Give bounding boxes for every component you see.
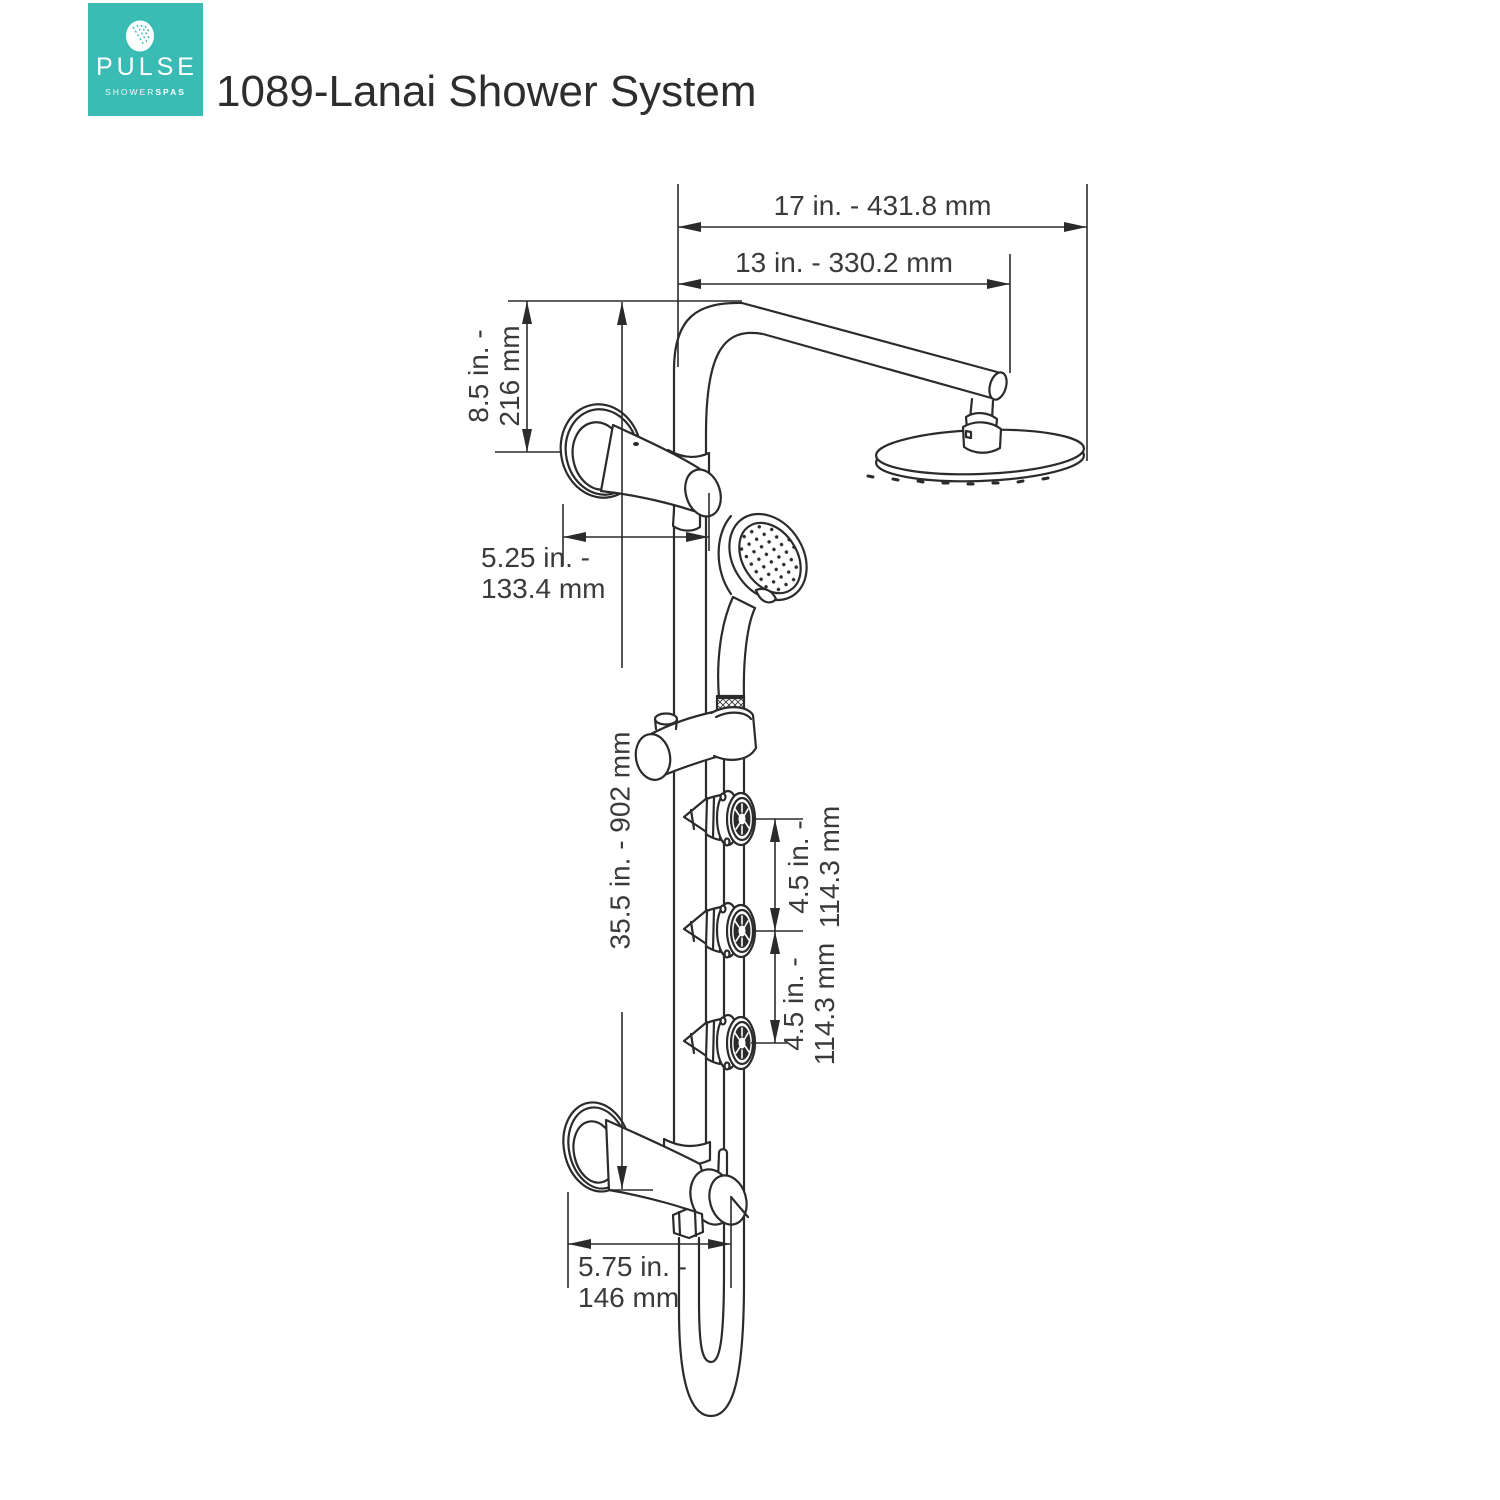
dim-5-25in-lines — [562, 493, 710, 566]
dim-8-5in-lines — [495, 300, 742, 453]
riser-pipe-and-shower-arm — [672, 301, 1008, 1154]
dim-4-5in-lower-lines — [751, 931, 787, 1044]
dim-label-valve-depth: 5.75 in. - 146 mm — [578, 1251, 687, 1313]
brand-name: PULSE — [96, 53, 198, 81]
brand-subtitle: SHOWERSPAS — [88, 87, 203, 97]
arm-end-cap — [988, 371, 1008, 401]
diverter-outlet — [671, 508, 702, 532]
dim-label-top-mount-depth: 5.25 in. - 133.4 mm — [481, 542, 606, 604]
shower-head-connector — [961, 397, 1003, 454]
holder-cradle — [709, 706, 758, 761]
brand-subtitle-spas: SPAS — [155, 87, 186, 97]
top-wall-bracket — [559, 403, 722, 532]
dim-label-arm-reach: 13 in. - 330.2 mm — [735, 247, 953, 278]
spray-mode-lever — [754, 587, 778, 604]
page-title: 1089-Lanai Shower System — [216, 67, 757, 116]
dim-label-arm-drop: 8.5 in. - 216 mm — [463, 325, 525, 427]
shower-valve — [562, 1101, 750, 1240]
dim-35-5in-lines — [608, 302, 653, 1191]
shower-hose — [677, 712, 746, 1418]
hand-shower-holder — [634, 706, 758, 781]
brand-subtitle-shower: SHOWER — [105, 87, 156, 97]
hose-nut — [671, 1207, 705, 1240]
dim-13in-lines — [678, 254, 1011, 373]
diverter-face — [684, 468, 722, 518]
holder-knob — [634, 733, 672, 781]
dim-5-75in-lines — [567, 1192, 732, 1288]
valve-knob — [708, 1174, 748, 1226]
showerhead-spray-icon — [126, 20, 154, 52]
pulse-logo: PULSE SHOWERSPAS — [88, 3, 203, 116]
dim-label-rail-length: 35.5 in. - 902 mm — [604, 731, 636, 950]
hand-shower-handle — [717, 595, 757, 700]
dim-label-head-width-full: 17 in. - 431.8 mm — [773, 190, 992, 221]
spray-nozzles — [866, 474, 1050, 486]
dim-label-jet-gap-lower: 4.5 in. - 114.3 mm — [778, 942, 840, 1066]
dim-17in-lines — [677, 184, 1088, 461]
dim-label-jet-gap-upper: 4.5 in. - 114.3 mm — [783, 805, 845, 929]
hand-shower — [715, 512, 808, 715]
